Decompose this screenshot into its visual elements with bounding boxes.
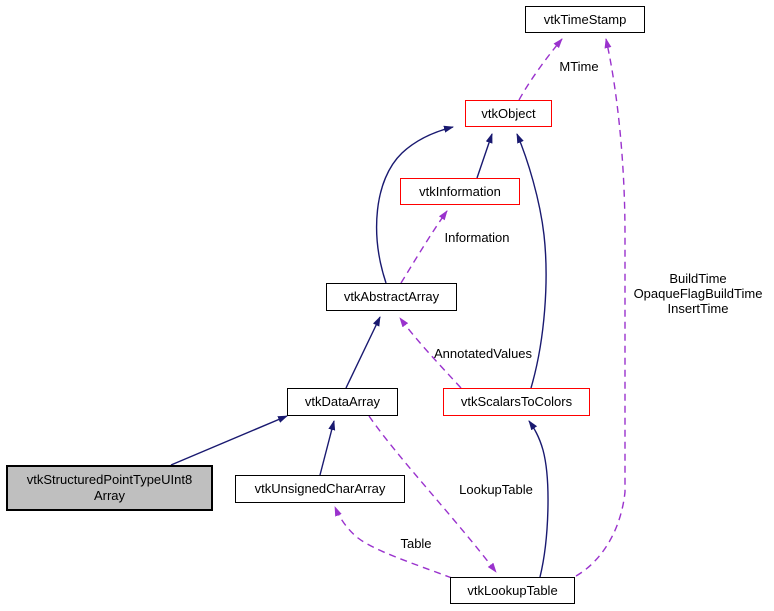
node-label-line1: vtkStructuredPointTypeUInt8 bbox=[26, 472, 193, 488]
edge-label-inserttime: InsertTime bbox=[667, 301, 729, 316]
edge-object-mtime-timestamp bbox=[518, 38, 563, 101]
edge-information-to-object bbox=[476, 133, 493, 179]
node-label: vtkScalarsToColors bbox=[460, 394, 573, 410]
edge-unsignedchararray-to-dataarray bbox=[319, 420, 336, 476]
edge-scalarstocolors-to-object bbox=[516, 133, 547, 389]
node-label: vtkDataArray bbox=[304, 394, 381, 410]
node-label: vtkObject bbox=[481, 105, 536, 121]
node-vtkUnsignedCharArray[interactable]: vtkUnsignedCharArray bbox=[235, 475, 405, 503]
edge-lookuptable-to-scalarstocolors bbox=[528, 420, 549, 578]
edge-scalarstocolors-annotatedvalues-abstractarray bbox=[399, 317, 462, 389]
node-vtkAbstractArray[interactable]: vtkAbstractArray bbox=[326, 283, 457, 311]
edge-lookuptable-times-timestamp bbox=[575, 38, 626, 577]
node-label: vtkTimeStamp bbox=[543, 11, 627, 27]
node-label: vtkUnsignedCharArray bbox=[254, 481, 386, 497]
node-vtkDataArray[interactable]: vtkDataArray bbox=[287, 388, 398, 416]
node-vtkStructuredPointTypeUInt8Array: vtkStructuredPointTypeUInt8 Array bbox=[6, 465, 213, 511]
node-vtkScalarsToColors[interactable]: vtkScalarsToColors bbox=[443, 388, 590, 416]
edge-label-buildtime: BuildTime bbox=[669, 271, 727, 286]
node-label: vtkLookupTable bbox=[467, 582, 558, 598]
node-label: vtkInformation bbox=[419, 183, 501, 199]
edge-structuredpoint-to-dataarray bbox=[170, 415, 288, 466]
node-vtkLookupTable[interactable]: vtkLookupTable bbox=[450, 577, 575, 604]
node-label: vtkAbstractArray bbox=[343, 289, 440, 305]
edge-label-opaqueflagbuildtime: OpaqueFlagBuildTime bbox=[633, 286, 763, 301]
edge-label-annotatedvalues: AnnotatedValues bbox=[433, 346, 533, 361]
node-vtkInformation[interactable]: vtkInformation bbox=[400, 178, 520, 205]
edge-label-times-group: BuildTime OpaqueFlagBuildTime InsertTime bbox=[634, 271, 763, 316]
edge-label-table: Table bbox=[400, 536, 432, 551]
edge-label-lookuptable: LookupTable bbox=[459, 482, 533, 497]
edge-label-information: Information bbox=[444, 230, 510, 245]
edge-abstractarray-information-information bbox=[400, 210, 448, 284]
edge-label-mtime: MTime bbox=[559, 59, 599, 74]
edge-lookuptable-table-unsignedchararray bbox=[334, 506, 453, 579]
node-label-line2: Array bbox=[93, 488, 126, 503]
node-vtkObject[interactable]: vtkObject bbox=[465, 100, 552, 127]
edge-dataarray-to-abstractarray bbox=[345, 316, 381, 389]
node-vtkTimeStamp[interactable]: vtkTimeStamp bbox=[525, 6, 645, 33]
edge-abstractarray-to-object bbox=[375, 125, 454, 284]
